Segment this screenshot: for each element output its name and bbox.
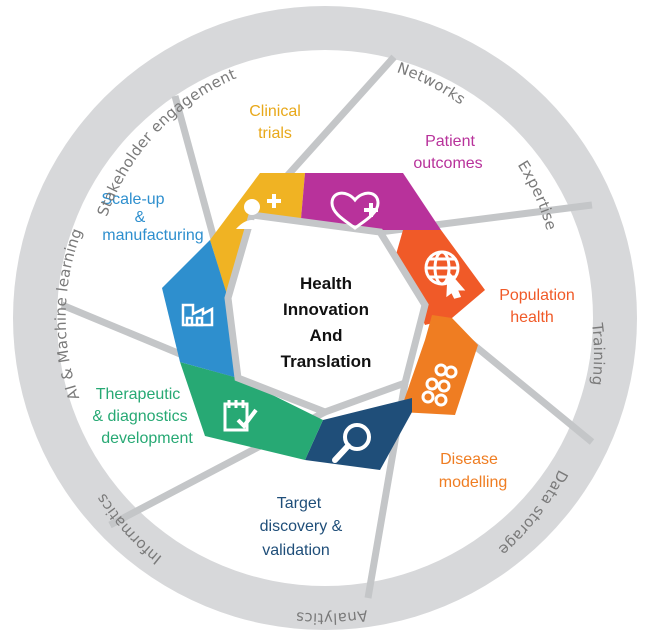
segment-therapeutic — [180, 362, 323, 460]
center-line-1: Health — [300, 274, 352, 293]
target-label-3: validation — [262, 542, 330, 559]
center-line-4: Translation — [281, 352, 372, 371]
disease-label-2: modelling — [439, 474, 507, 491]
segment-labels: Clinical trials Patient outcomes Populat… — [92, 103, 574, 559]
therapeutic-label-3: development — [101, 430, 193, 447]
scaleup-label-2: & — [135, 209, 146, 226]
patient-label-2: outcomes — [413, 155, 482, 172]
segment-scaleup — [162, 240, 238, 378]
population-label-1: Population — [499, 287, 575, 304]
ring-training: Training — [588, 321, 608, 387]
disease-label-1: Disease — [440, 451, 498, 468]
target-label-2: discovery & — [260, 518, 343, 535]
scaleup-label-3: manufacturing — [102, 227, 203, 244]
target-label-1: Target — [277, 495, 322, 512]
clinical-label-2: trials — [258, 125, 292, 142]
center-line-3: And — [309, 326, 342, 345]
clinical-label-1: Clinical — [249, 103, 301, 120]
center-title: Health Innovation And Translation — [281, 274, 372, 371]
factory-icon — [181, 303, 214, 327]
add-person-icon — [236, 194, 281, 229]
cells-icon — [421, 363, 458, 407]
segment-target — [305, 398, 412, 470]
patient-label-1: Patient — [425, 133, 475, 150]
checklist-icon — [223, 400, 258, 432]
scaleup-label-1: Scale-up — [101, 191, 164, 208]
globe-cursor-icon — [424, 250, 466, 299]
therapeutic-label-1: Therapeutic — [96, 386, 181, 403]
therapeutic-label-2: & diagnostics — [92, 408, 187, 425]
heart-plus-icon — [330, 191, 380, 230]
center-line-2: Innovation — [283, 300, 369, 319]
ring-analytics: Analytics — [295, 606, 369, 627]
population-label-2: health — [510, 309, 554, 326]
segment-patient — [300, 173, 441, 230]
center-hub — [224, 211, 429, 416]
magnifier-icon — [332, 423, 371, 463]
